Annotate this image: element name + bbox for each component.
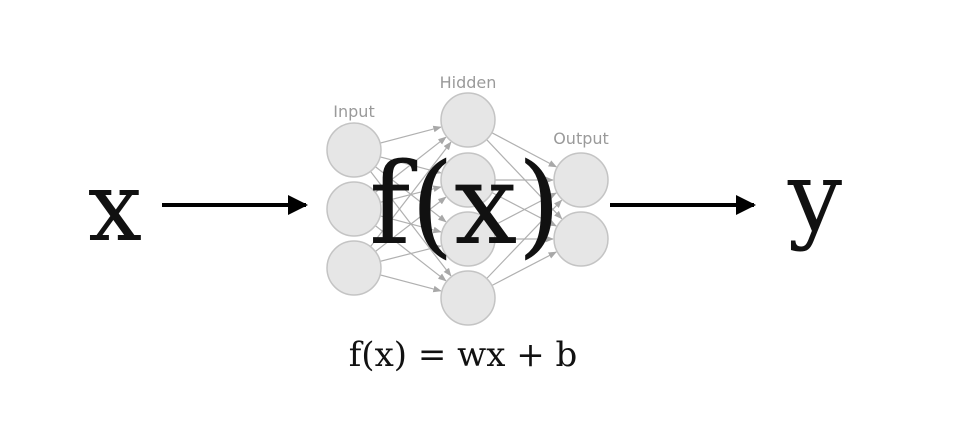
network-edge — [370, 141, 452, 247]
network-edge — [379, 274, 442, 293]
network-edges — [370, 125, 563, 293]
layer-label-input: Input — [333, 102, 374, 121]
network-node — [440, 92, 496, 148]
network-edge — [375, 196, 447, 252]
network-edge — [374, 136, 447, 193]
network-node — [440, 211, 496, 267]
network-node — [326, 240, 382, 296]
network-node — [553, 152, 609, 208]
network-node — [326, 122, 382, 178]
network-edge — [380, 244, 442, 262]
equation-text: f(x) = wx + b — [349, 335, 578, 375]
output-symbol: y — [787, 141, 842, 253]
network-node — [440, 270, 496, 326]
input-symbol: x — [88, 151, 142, 263]
network-nodes — [326, 92, 609, 326]
network-edge — [486, 139, 563, 220]
network-edge — [486, 199, 563, 279]
network-edge — [491, 132, 558, 168]
network-node — [440, 152, 496, 208]
network-node — [326, 181, 382, 237]
network-edge — [379, 125, 442, 144]
network-edge — [491, 251, 557, 287]
layer-label-hidden: Hidden — [440, 73, 497, 92]
network-edge — [491, 192, 557, 228]
function-symbol: f(x) — [369, 140, 561, 270]
network-node — [553, 211, 609, 267]
layer-label-output: Output — [553, 129, 609, 148]
